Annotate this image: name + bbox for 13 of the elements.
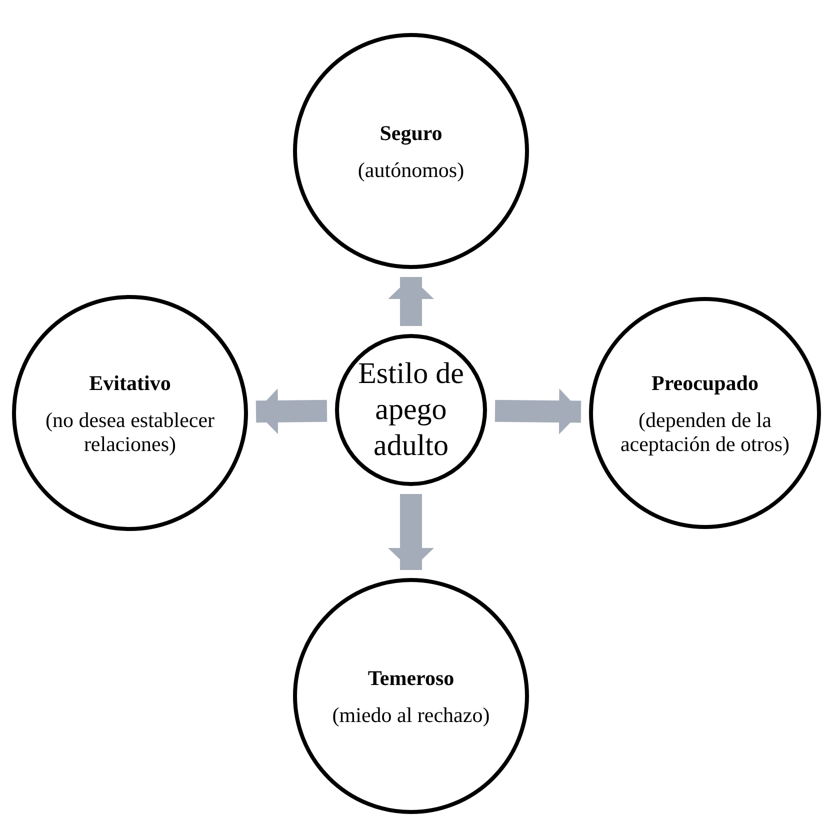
node-title: Temeroso [368,665,454,691]
node-title: Preocupado [652,370,758,396]
node-text: Estilo de apego adulto [357,356,465,464]
node-title: Seguro [380,120,442,146]
block-arrow [388,277,434,326]
node-title: Evitativo [89,370,171,396]
block-arrow [494,388,582,434]
node-description: (miedo al rechazo) [332,703,490,727]
block-arrow [256,388,328,434]
node-description: (dependen de la aceptación de otros) [619,408,791,456]
node-description: (autónomos) [358,158,464,182]
block-arrow [388,494,434,570]
node-description: (no desea establecer relaciones) [44,408,216,456]
